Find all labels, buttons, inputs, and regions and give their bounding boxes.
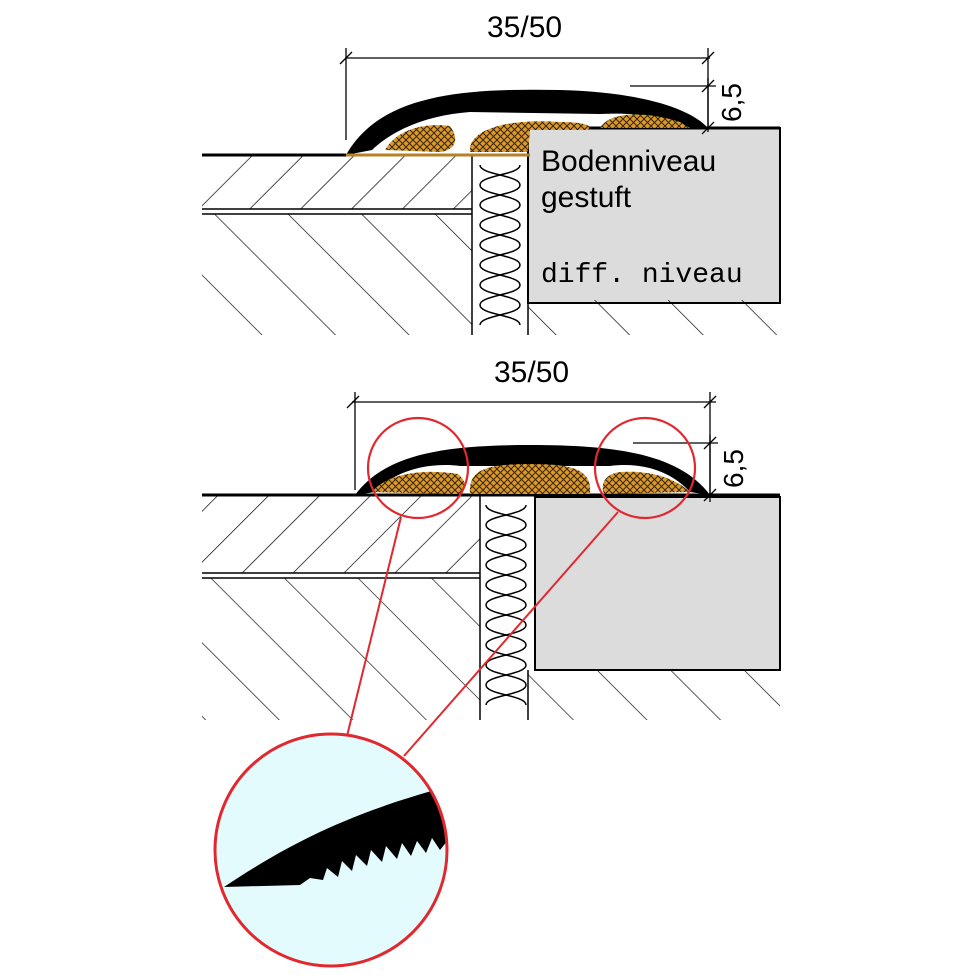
bottom-dimension-height-label: 6,5	[718, 449, 749, 488]
top-label-line3: diff. niveau	[541, 260, 743, 291]
callout-circle-right	[593, 416, 697, 520]
top-screed-left	[202, 214, 472, 335]
top-floor-panel-right	[527, 127, 781, 304]
callout-leader-right	[403, 511, 619, 757]
top-section: Bodenniveau gestuft diff. niveau 35/50 6…	[202, 11, 781, 335]
top-label-line2: gestuft	[541, 181, 632, 214]
top-dimension-height-label: 6,5	[716, 83, 747, 122]
bottom-dimension-width-label: 35/50	[494, 356, 569, 389]
top-dimension-height	[630, 78, 716, 135]
top-screed-right	[528, 300, 780, 335]
bottom-screed-left	[202, 578, 480, 720]
bottom-screed-right	[528, 670, 780, 720]
top-label-line1: Bodenniveau	[541, 145, 716, 178]
detail-serrated-profile	[224, 786, 447, 887]
detail-magnifier	[213, 732, 449, 968]
top-insulation-strip	[471, 155, 529, 335]
top-transition-profile	[346, 89, 708, 157]
top-dimension-width-label: 35/50	[487, 11, 562, 44]
callout-leader-left	[346, 516, 402, 737]
bottom-transition-profile	[355, 445, 710, 495]
bottom-floor-panel-right	[534, 496, 781, 671]
bottom-section: 35/50 6,5	[202, 356, 781, 757]
callout-circle-left	[366, 416, 470, 520]
bottom-insulation-strip	[479, 495, 529, 720]
bottom-floor-covering-left	[202, 495, 480, 573]
top-floor-covering-left	[202, 155, 472, 209]
bottom-dimension-height	[633, 435, 718, 502]
